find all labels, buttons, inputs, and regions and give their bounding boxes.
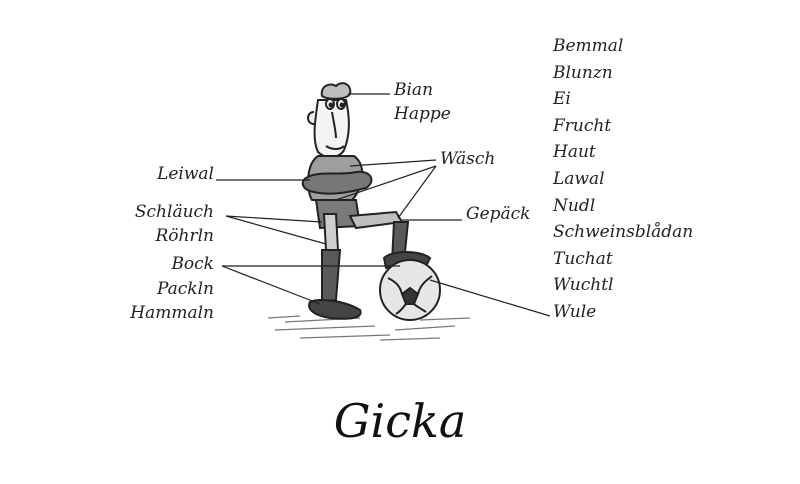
word-list-item: Ei (553, 89, 571, 110)
label-leiwal: Leiwal (157, 164, 214, 184)
label-happe: Happe (394, 104, 451, 124)
ground-shading (267, 315, 471, 341)
label-packln: Packln (156, 279, 214, 299)
page-title: Gicka (333, 394, 467, 448)
football (379, 259, 441, 321)
label-waesch: Wäsch (440, 149, 496, 169)
word-list-item: Lawal (553, 168, 605, 189)
player-head (307, 82, 352, 158)
word-list-item: Bemmal (553, 36, 624, 56)
word-list-item: Wuchtl (553, 275, 614, 296)
label-hammaln: Hammaln (130, 303, 214, 323)
word-list-item: Wule (553, 301, 597, 322)
leader-lines (216, 93, 551, 317)
player-body (301, 155, 404, 251)
word-list-item: Blunzn (553, 62, 613, 83)
word-list: Bemmal Blunzn Ei Frucht Haut Lawal Nudl … (553, 36, 693, 329)
label-gepaeck: Gepäck (466, 204, 531, 224)
label-bock: Bock (171, 254, 214, 274)
word-list-item: Nudl (553, 195, 596, 216)
word-list-item: Frucht (553, 115, 612, 136)
label-schlaeuch: Schläuch (134, 202, 214, 222)
label-bian: Bian (394, 80, 434, 100)
label-roehrln: Röhrln (155, 226, 215, 246)
word-list-item: Haut (553, 142, 596, 163)
word-list-item: Tuchat (553, 248, 613, 269)
word-list-item: Schweinsblådan (553, 222, 694, 243)
